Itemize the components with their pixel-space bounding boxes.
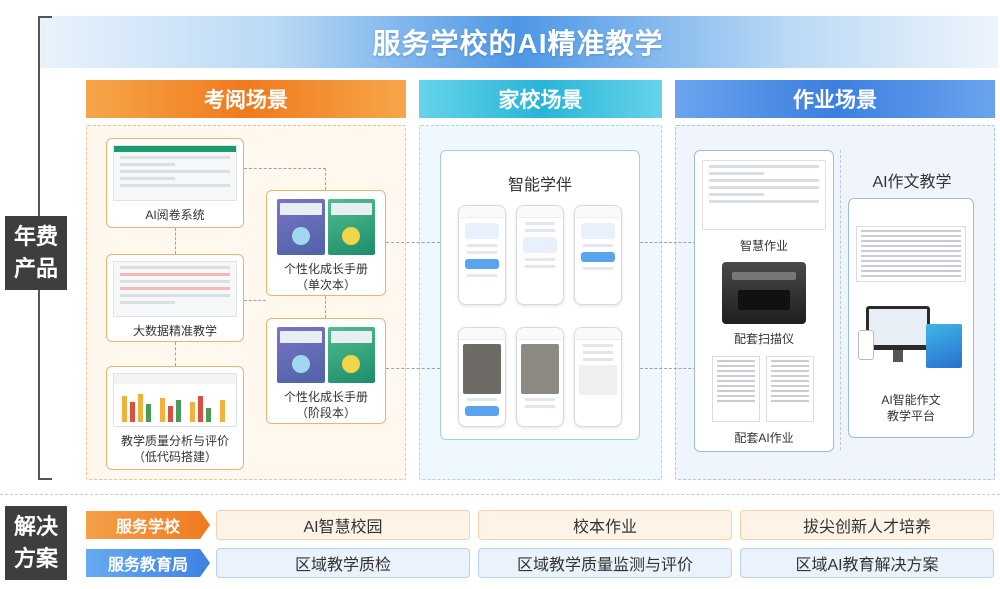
- title-banner: 服务学校的AI精准教学: [38, 16, 998, 68]
- book-cover: [327, 199, 375, 255]
- quality-card: 教学质量分析与评价 （低代码搭建）: [106, 366, 244, 470]
- connector: [640, 242, 696, 243]
- smart-homework-screenshot: [702, 160, 826, 230]
- exam-scene-header: 考阅场景: [86, 80, 406, 118]
- handbook-stage-card: 个性化成长手册 （阶段本）: [266, 318, 386, 424]
- solution-text: 区域AI教育解决方案: [795, 557, 939, 574]
- serve-school-text: 服务学校: [115, 519, 180, 536]
- essay-platform-label-2: 教学平台: [886, 409, 935, 423]
- home-scene-header: 家校场景: [419, 80, 662, 118]
- solution-bureau-3: 区域AI教育解决方案: [740, 548, 994, 578]
- ai-marking-label: AI阅卷系统: [145, 208, 205, 222]
- handbook-stage-sub: （阶段本）: [295, 406, 356, 420]
- book-cover: [277, 327, 325, 383]
- ai-marking-screenshot: [113, 145, 237, 201]
- section-separator: [0, 494, 1000, 495]
- phone-screenshot: [516, 327, 564, 427]
- quality-chart-screenshot: [113, 373, 237, 427]
- quality-label-line-1: 教学质量分析与评价: [120, 434, 229, 448]
- phone-screenshot: [458, 327, 506, 427]
- solution-text: 区域教学质量监测与评价: [516, 557, 693, 574]
- connector: [175, 342, 176, 366]
- solution-text: AI智慧校园: [303, 519, 383, 536]
- connector: [386, 368, 440, 369]
- handbook-single-covers: [277, 199, 375, 255]
- essay-platform-label-1: AI智能作文: [881, 393, 941, 407]
- connector: [325, 168, 326, 190]
- platform-monitor: [866, 306, 930, 350]
- phone-screenshot: [574, 327, 622, 427]
- solution-school-3: 拔尖创新人才培养: [740, 510, 994, 540]
- solutions-label-line-1: 解决: [13, 514, 58, 539]
- handbook-stage-covers: [277, 327, 375, 383]
- connector: [175, 228, 176, 254]
- book-cover: [277, 199, 325, 255]
- scanner-image: [722, 262, 806, 324]
- essay-book: [926, 324, 962, 368]
- connector: [325, 296, 326, 318]
- book-cover: [327, 327, 375, 383]
- monitor-stand: [893, 350, 903, 362]
- solutions-label-line-2: 方案: [13, 546, 58, 571]
- solution-text: 区域教学质检: [294, 557, 391, 574]
- homework-scene-title: 作业场景: [793, 89, 877, 112]
- connector: [244, 300, 266, 301]
- connector: [386, 242, 440, 243]
- smart-companion-label: 智能学伴: [507, 177, 572, 194]
- solution-school-2: 校本作业: [478, 510, 732, 540]
- essay-phone: [858, 330, 874, 360]
- phone-screenshot: [458, 205, 506, 305]
- serve-bureau-tag: 服务教育局: [86, 549, 210, 577]
- phone-screenshot: [516, 205, 564, 305]
- homework-scene-header: 作业场景: [675, 80, 995, 118]
- ai-essay-title: AI作文教学: [872, 174, 952, 191]
- ai-marking-card: AI阅卷系统: [106, 138, 244, 228]
- solution-bureau-1: 区域教学质检: [216, 548, 470, 578]
- serve-bureau-text: 服务教育局: [107, 557, 188, 574]
- bigdata-label: 大数据精准教学: [132, 324, 217, 338]
- home-scene-title: 家校场景: [498, 89, 583, 112]
- quality-label-line-2: （低代码搭建）: [132, 450, 217, 464]
- connector: [244, 168, 326, 169]
- side-label-line-2: 产品: [13, 256, 58, 281]
- ai-homework-label: 配套AI作业: [734, 431, 794, 445]
- page-title: 服务学校的AI精准教学: [372, 28, 664, 59]
- bigdata-screenshot: [113, 261, 237, 317]
- solution-text: 拔尖创新人才培养: [802, 519, 931, 536]
- solution-text: 校本作业: [572, 519, 637, 536]
- ai-homework-doc: [766, 356, 814, 422]
- handbook-stage-label: 个性化成长手册: [283, 390, 368, 404]
- bracket-bottom: [38, 478, 52, 480]
- solutions-label: 解决 方案: [5, 506, 67, 580]
- essay-doc-screenshot: [856, 226, 966, 282]
- exam-scene-title: 考阅场景: [204, 89, 288, 112]
- scanner-label: 配套扫描仪: [733, 332, 794, 346]
- smart-homework-label: 智慧作业: [739, 239, 788, 253]
- solution-school-1: AI智慧校园: [216, 510, 470, 540]
- bracket-top: [38, 16, 52, 18]
- connector: [640, 368, 696, 369]
- serve-school-tag: 服务学校: [86, 511, 210, 539]
- handbook-single-sub: （单次本）: [295, 278, 356, 292]
- annual-products-label: 年费 产品: [5, 216, 67, 290]
- divider: [840, 150, 841, 450]
- solution-bureau-2: 区域教学质量监测与评价: [478, 548, 732, 578]
- ai-homework-doc: [712, 356, 760, 422]
- handbook-single-card: 个性化成长手册 （单次本）: [266, 190, 386, 296]
- handbook-single-label: 个性化成长手册: [283, 262, 368, 276]
- bigdata-card: 大数据精准教学: [106, 254, 244, 342]
- side-label-line-1: 年费: [13, 224, 58, 249]
- phone-screenshot: [574, 205, 622, 305]
